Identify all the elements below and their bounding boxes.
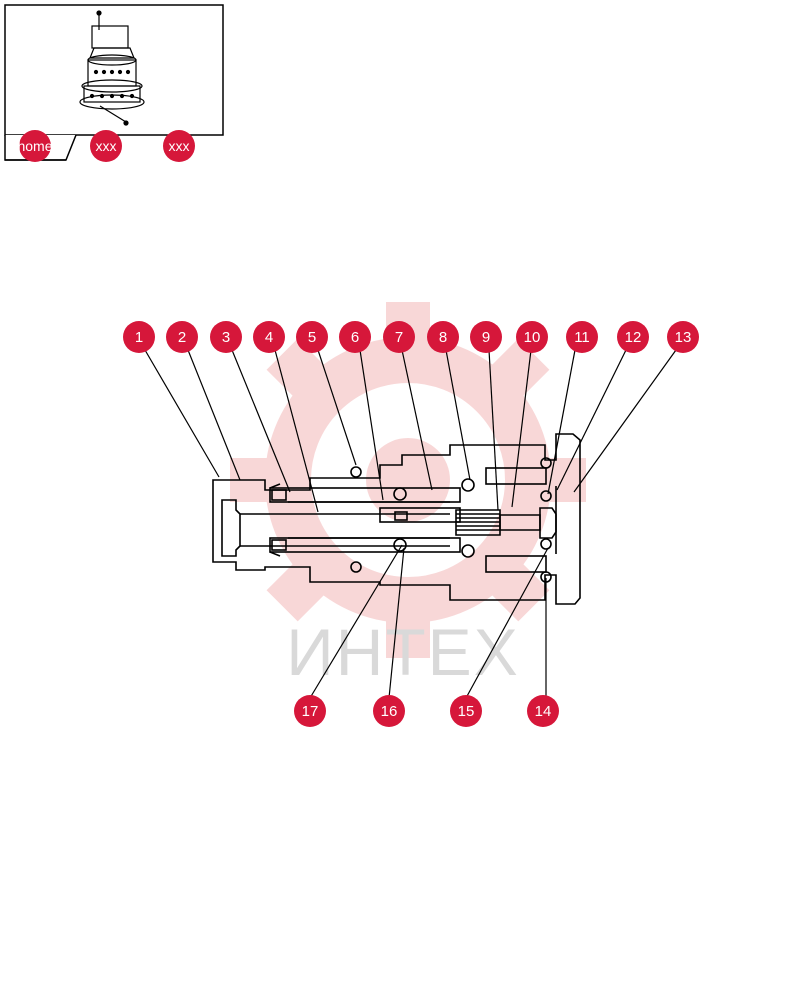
callout-12-label: 12 bbox=[625, 329, 642, 346]
home-button[interactable]: home bbox=[17, 130, 53, 162]
callout-11[interactable]: 11 bbox=[566, 321, 598, 353]
breadcrumb-item-1-label: xxx bbox=[96, 138, 117, 154]
callout-10-label: 10 bbox=[524, 329, 541, 346]
callout-3-label: 3 bbox=[222, 329, 230, 346]
breadcrumb-item-1[interactable]: xxx bbox=[90, 130, 122, 162]
callout-1-label: 1 bbox=[135, 329, 143, 346]
callout-3[interactable]: 3 bbox=[210, 321, 242, 353]
callout-17[interactable]: 17 bbox=[294, 695, 326, 727]
callout-10[interactable]: 10 bbox=[516, 321, 548, 353]
callout-2-label: 2 bbox=[178, 329, 186, 346]
callout-15[interactable]: 15 bbox=[450, 695, 482, 727]
callout-13[interactable]: 13 bbox=[667, 321, 699, 353]
watermark-text: ИНТЕХ bbox=[286, 615, 519, 689]
leader-lines bbox=[144, 349, 677, 699]
callout-5[interactable]: 5 bbox=[296, 321, 328, 353]
callout-6-label: 6 bbox=[351, 329, 359, 346]
callout-16[interactable]: 16 bbox=[373, 695, 405, 727]
callout-5-label: 5 bbox=[308, 329, 316, 346]
breadcrumb-item-2[interactable]: xxx bbox=[163, 130, 195, 162]
callout-14-label: 14 bbox=[535, 703, 552, 720]
callout-1[interactable]: 1 bbox=[123, 321, 155, 353]
callout-9[interactable]: 9 bbox=[470, 321, 502, 353]
callout-17-label: 17 bbox=[302, 703, 319, 720]
callout-11-label: 11 bbox=[574, 329, 590, 346]
callout-16-label: 16 bbox=[381, 703, 398, 720]
callout-4-label: 4 bbox=[265, 329, 273, 346]
callout-8-label: 8 bbox=[439, 329, 447, 346]
thumbnail-panel[interactable] bbox=[4, 4, 224, 136]
callout-9-label: 9 bbox=[482, 329, 490, 346]
breadcrumb-item-2-label: xxx bbox=[169, 138, 190, 154]
callout-15-label: 15 bbox=[458, 703, 475, 720]
callout-6[interactable]: 6 bbox=[339, 321, 371, 353]
callout-7[interactable]: 7 bbox=[383, 321, 415, 353]
home-label: home bbox=[17, 138, 52, 154]
watermark-gear-icon bbox=[230, 302, 586, 658]
callout-12[interactable]: 12 bbox=[617, 321, 649, 353]
callout-2[interactable]: 2 bbox=[166, 321, 198, 353]
callout-7-label: 7 bbox=[395, 329, 403, 346]
callout-13-label: 13 bbox=[675, 329, 692, 346]
callout-8[interactable]: 8 bbox=[427, 321, 459, 353]
swing-motor-thumbnail-icon bbox=[79, 10, 145, 126]
callout-14[interactable]: 14 bbox=[527, 695, 559, 727]
callout-4[interactable]: 4 bbox=[253, 321, 285, 353]
